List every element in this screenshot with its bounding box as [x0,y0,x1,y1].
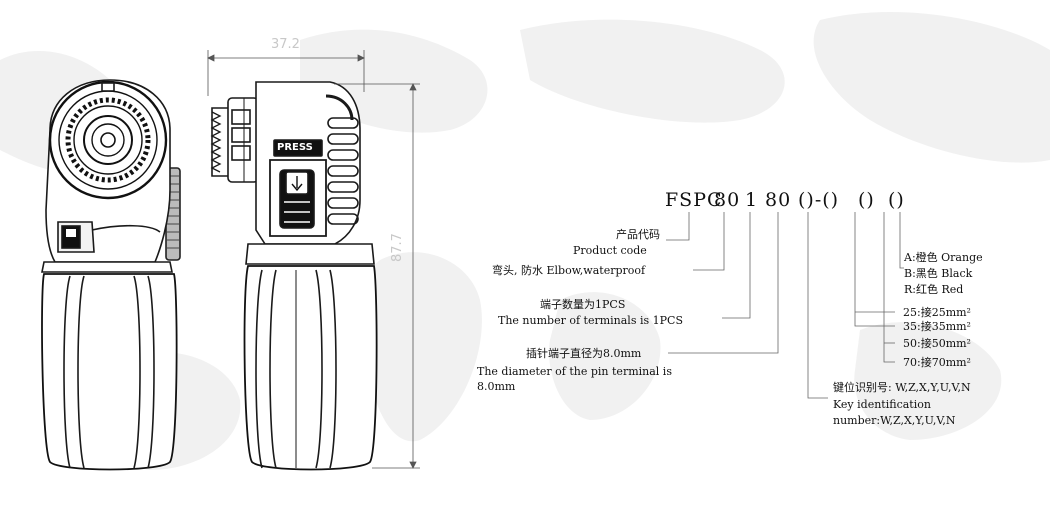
size-option-35: 35:接35mm² [903,320,971,333]
elbow-label: 弯头, 防水 Elbow,waterproof [492,264,646,277]
color-option-a: A:橙色 Orange [904,251,983,264]
size-option-25: 25:接25mm² [903,306,971,319]
code-seg-wire-size: () [858,189,875,211]
press-label: PRESS [277,142,313,153]
product-code-zh: 产品代码 [616,228,660,241]
pin-diameter-zh: 插针端子直径为8.0mm [526,347,642,360]
height-dimension-label: 87.7 [390,233,405,262]
size-option-70: 70:接70mm² [903,356,971,369]
connector-side-view [41,79,181,471]
color-option-b: B:黑色 Black [904,267,973,280]
code-seg-key-color: ()-() [798,189,840,211]
code-seg-color: () [888,189,905,211]
key-id-zh: 键位识别号: W,Z,X,Y,U,V,N [833,381,971,394]
key-id-en-line1: Key identification [833,398,931,411]
terminals-zh: 端子数量为1PCS [540,298,626,311]
key-id-en-line2: number:W,Z,X,Y,U,V,N [833,414,956,427]
pin-diameter-en-line2: 8.0mm [477,380,516,393]
size-option-50: 50:接50mm² [903,337,971,350]
pin-diameter-en-line1: The diameter of the pin terminal is [477,365,672,378]
leader-lines [666,212,904,399]
code-seg-pin-diameter: 80 [765,189,792,211]
width-dimension-label: 37.2 [271,37,300,52]
code-seg-terminal-size: 80 [714,189,741,211]
terminals-en: The number of terminals is 1PCS [498,314,683,327]
connector-front-view [210,81,378,471]
code-prefix: FSPC [665,189,723,211]
color-option-r: R:红色 Red [904,283,964,296]
dimension-lines [207,50,420,469]
code-seg-terminal-count: 1 [745,189,759,211]
product-code-en: Product code [573,244,647,257]
